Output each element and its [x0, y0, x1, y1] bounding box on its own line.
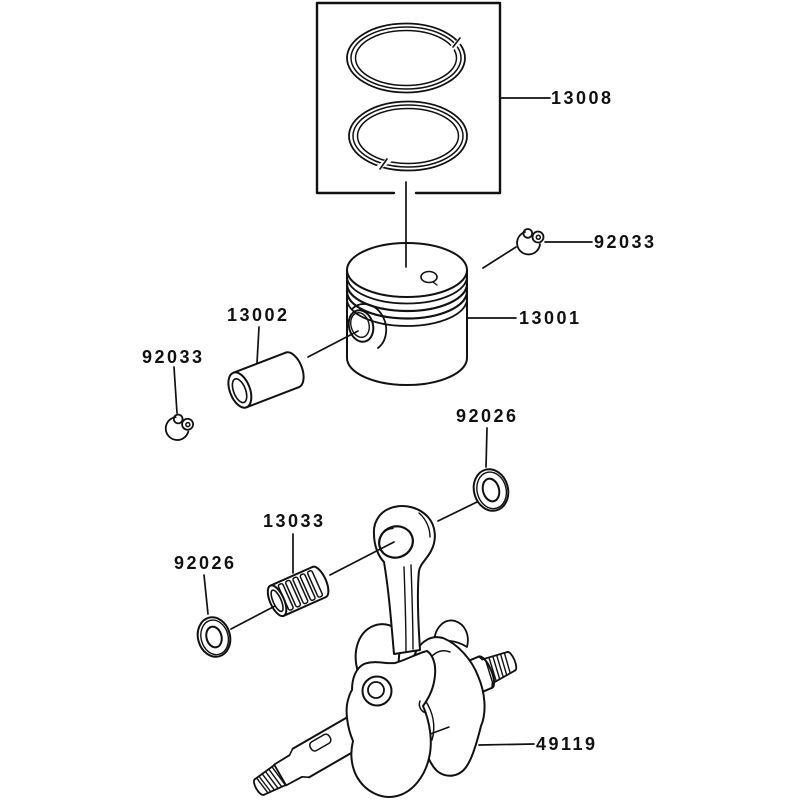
circlip-left-drawing — [162, 411, 196, 444]
ring-set-box — [315, 1, 502, 195]
leader-lines — [173, 97, 593, 746]
crankshaft-drawing — [253, 505, 518, 798]
part-label-needle-bearing: 13033 — [263, 511, 326, 531]
part-label-washer-upper: 92026 — [456, 406, 519, 426]
circlip-top-right-drawing — [516, 228, 545, 256]
part-label-crankshaft: 49119 — [536, 734, 598, 754]
needle-bearing-drawing — [266, 565, 330, 618]
piston-ring-top-drawing — [346, 22, 467, 94]
washer-upper-right-drawing — [472, 468, 510, 512]
part-label-ring-set: 13008 — [551, 88, 614, 108]
connecting-rod-drawing — [372, 505, 436, 655]
part-label-washer-lower: 92026 — [174, 553, 237, 573]
piston-drawing — [345, 242, 469, 386]
piston-pin-drawing — [227, 351, 305, 409]
part-label-circlip-left: 92033 — [142, 347, 205, 367]
washer-lower-left-drawing — [196, 616, 232, 658]
part-label-circlip-top-right: 92033 — [594, 232, 657, 252]
piston-ring-bottom-drawing — [348, 100, 468, 172]
part-label-piston: 13001 — [519, 308, 582, 328]
part-label-piston-pin: 13002 — [227, 305, 290, 325]
